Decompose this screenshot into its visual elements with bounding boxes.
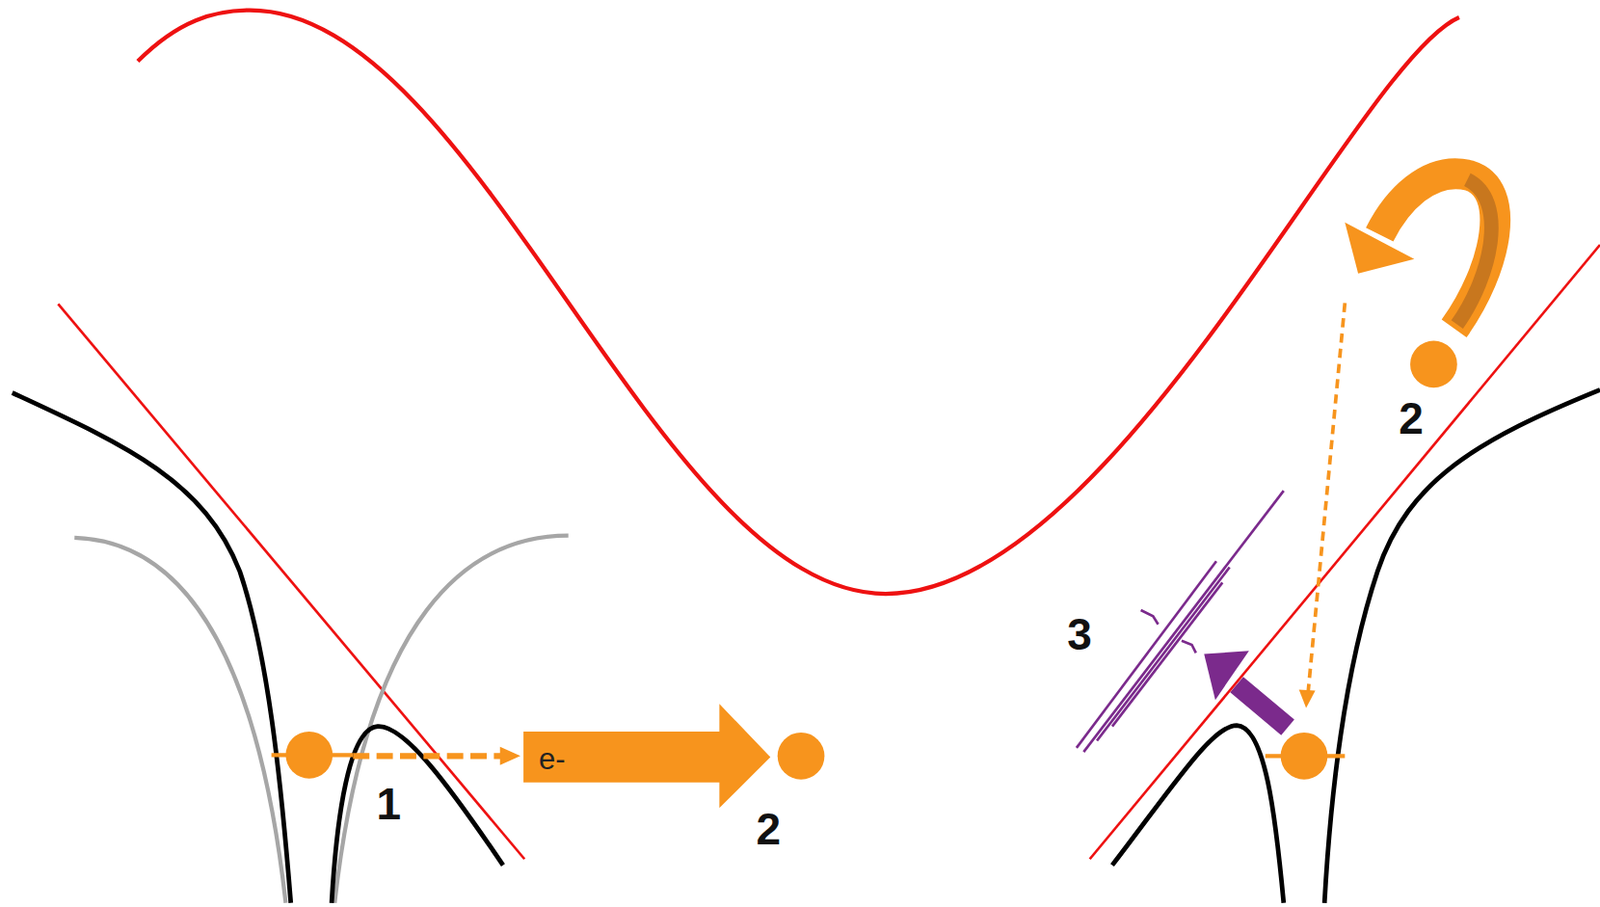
return-arrowhead — [1299, 690, 1316, 709]
unperturbed-potential — [74, 537, 286, 904]
unperturbed-potential — [334, 535, 568, 904]
tunnel-path — [352, 752, 503, 759]
electron — [1410, 341, 1458, 389]
callout-number: 1 — [376, 781, 402, 827]
callout-number: 3 — [1066, 612, 1093, 657]
electron — [1280, 732, 1329, 780]
emission-arrow — [1236, 684, 1288, 727]
attosecond-pulse — [1076, 490, 1284, 752]
atomic-potential — [331, 726, 504, 904]
tunnel-arrowhead — [500, 746, 521, 766]
atomic-potential — [1112, 725, 1284, 904]
atomic-potential — [1324, 389, 1600, 903]
field-tilt-line — [1090, 244, 1600, 859]
laser-field — [137, 10, 1460, 594]
callout-number: 2 — [755, 806, 781, 852]
turnaround-arrow-shade — [1457, 179, 1493, 324]
atomic-potential — [12, 393, 292, 904]
pulse-line — [1096, 567, 1230, 742]
pulse-line — [1112, 582, 1223, 726]
electron — [285, 731, 333, 779]
emission-arrowhead — [1203, 650, 1250, 700]
pulse-line — [1083, 490, 1284, 752]
turnaround-arrowhead — [1344, 222, 1414, 274]
electron-label: e- — [538, 743, 566, 774]
pulse-wiggle — [1141, 610, 1159, 625]
return-path — [1307, 302, 1345, 692]
pulse-wiggle — [1181, 640, 1197, 654]
electron — [777, 732, 826, 780]
pulse-line — [1076, 560, 1217, 748]
callout-number: 2 — [1398, 396, 1424, 441]
acceleration-arrow — [523, 703, 771, 808]
